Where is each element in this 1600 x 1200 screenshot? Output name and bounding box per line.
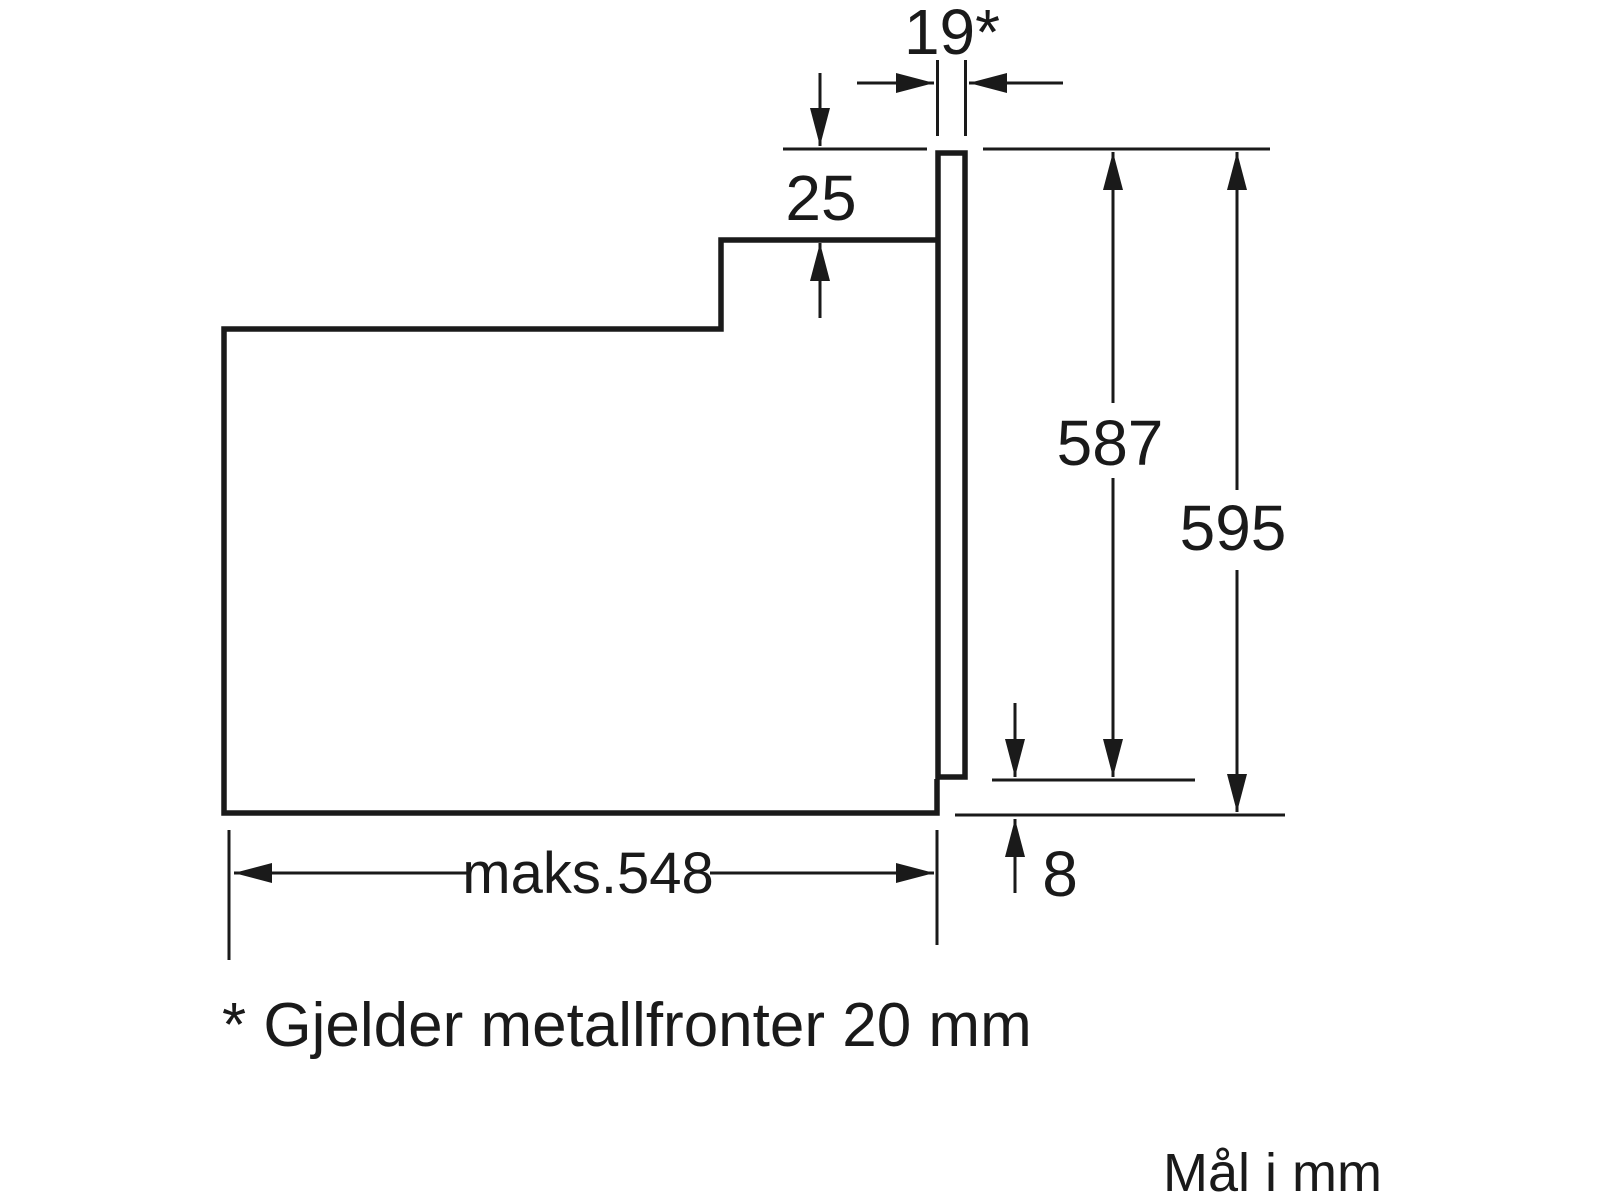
dim-label-top-recess: 25 xyxy=(785,162,856,234)
footnote-metal-fronts: * Gjelder metallfronter 20 mm xyxy=(222,991,1032,1060)
oven-outline xyxy=(221,150,968,816)
dim-top-recess: 25 xyxy=(785,73,857,318)
dim-bottom-offset: 8 xyxy=(1005,703,1078,910)
dim-label-front-height: 587 xyxy=(1057,407,1164,479)
units-note: Mål i mm xyxy=(1163,1143,1382,1200)
oven-door-panel xyxy=(935,150,968,780)
oven-body-outline xyxy=(221,237,940,816)
dim-label-total-height: 595 xyxy=(1180,492,1287,564)
dim-label-max-depth: maks.548 xyxy=(462,841,713,906)
dim-total-height: 595 xyxy=(1180,152,1287,812)
dim-label-door-thickness: 19* xyxy=(904,0,1000,68)
dim-door-thickness: 19* xyxy=(857,0,1063,93)
dim-front-height: 587 xyxy=(1057,152,1164,777)
reference-lines xyxy=(227,60,1285,960)
dim-max-depth: maks.548 xyxy=(234,841,934,906)
dim-label-bottom-offset: 8 xyxy=(1042,838,1078,910)
